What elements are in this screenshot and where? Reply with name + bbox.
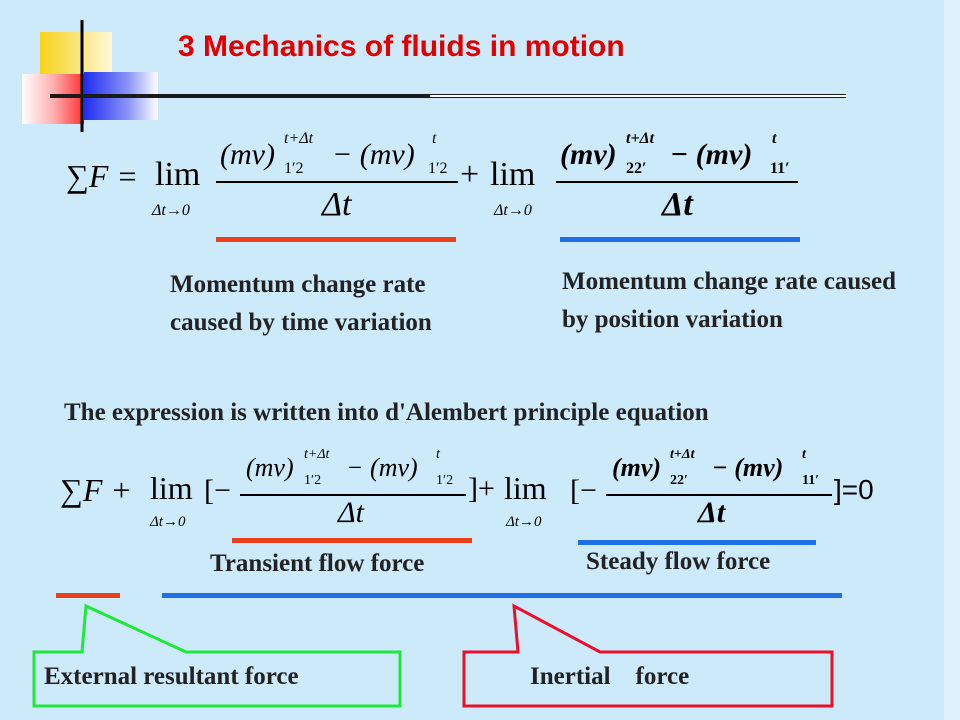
eq2-lim-sub-2: Δt→0 <box>506 514 542 530</box>
eq1-denominator-1: Δt <box>322 186 352 223</box>
eq1-denominator-2: Δt <box>662 186 693 223</box>
eq2-term2-a: (mv) <box>612 453 662 482</box>
eq2-bracket-open-2: [− <box>570 474 597 507</box>
eq2-bracket-close-plus: ]+ <box>468 472 495 505</box>
eq1-lim-2: lim <box>490 156 536 193</box>
external-force-bar <box>56 593 120 598</box>
transient-underline-bar <box>232 538 472 543</box>
position-underline-bar <box>560 237 800 242</box>
eq1-term1-minus: − (mv) <box>332 138 415 171</box>
eq1-term2-sub-a: 22′ <box>626 160 647 177</box>
eq2-term2-sup-b: t <box>802 447 806 462</box>
eq2-term1-sub-a: 1′2 <box>304 473 322 488</box>
eq2-term1-sub-b: 1′2 <box>436 473 454 488</box>
eq2-term1-sup-a: t+Δt <box>304 447 330 462</box>
eq1-term2-sub-b: 11′ <box>770 160 790 177</box>
eq2-term1-sup-b: t <box>436 447 440 462</box>
eq1-plus: + <box>460 156 480 193</box>
red-square <box>22 74 84 124</box>
time-underline-bar <box>216 237 456 242</box>
dalembert-statement: The expression is written into d'Alember… <box>64 399 709 426</box>
inertial-callout-outline <box>462 603 834 708</box>
eq2-bracket-open-1: [− <box>204 474 231 507</box>
eq2-equals-zero: ]=0 <box>834 474 874 505</box>
eq2-lim-1: lim <box>150 470 193 506</box>
label-steady-flow-force: Steady flow force <box>586 548 771 575</box>
eq2-fraction-bar-1 <box>240 494 466 496</box>
eq2-denominator-1: Δt <box>338 496 364 529</box>
eq2-term2-sub-a: 22′ <box>670 473 688 488</box>
label-time-variation: Momentum change rate caused by time vari… <box>170 271 432 336</box>
eq2-term2-sub-b: 11′ <box>802 473 820 488</box>
eq1-term2-a: (mv) <box>560 138 617 171</box>
eq2-lim-2: lim <box>504 470 547 506</box>
eq2-term2-minus: − (mv) <box>712 453 784 482</box>
eq2-term1-minus: − (mv) <box>346 453 418 482</box>
title-underline <box>50 94 846 98</box>
eq1-sum-f: ∑F = <box>66 158 138 194</box>
eq1-lim-1: lim <box>155 156 201 193</box>
eq1-term1-sup-a: t+Δt <box>284 130 314 147</box>
eq1-term2-minus: − (mv) <box>670 138 753 171</box>
eq2-sum-f: ∑F + <box>60 472 132 508</box>
eq1-lim-sub-2: Δt→0 <box>494 202 532 219</box>
eq1-fraction-bar-2 <box>556 181 798 183</box>
eq2-denominator-2: Δt <box>698 496 726 529</box>
external-callout-outline <box>32 603 402 708</box>
eq2-term1-a: (mv) <box>246 453 294 482</box>
eq2-term2-sup-a: t+Δt <box>670 447 695 462</box>
callout-inertial-force: Inertial force <box>530 663 690 690</box>
eq1-term1-sub-a: 1′2 <box>284 160 304 177</box>
right-edge-stripe <box>944 0 960 720</box>
label-transient-flow-force: Transient flow force <box>210 550 425 577</box>
eq2-fraction-bar-2 <box>606 494 832 496</box>
eq2-lim-sub-1: Δt→0 <box>150 514 186 530</box>
page-title: 3 Mechanics of fluids in motion <box>178 30 625 63</box>
eq1-term1-sub-b: 1′2 <box>428 160 448 177</box>
eq1-term2-sup-b: t <box>772 130 777 147</box>
inertial-force-bar <box>162 593 842 598</box>
eq1-lim-sub-1: Δt→0 <box>152 202 190 219</box>
eq1-term1-a: (mv) <box>220 138 275 171</box>
callout-external-resultant-force: External resultant force <box>44 663 299 690</box>
label-position-variation: Momentum change rate caused by position … <box>562 268 896 333</box>
eq1-term2-sup-a: t+Δt <box>626 130 655 147</box>
steady-underline-bar <box>578 540 816 545</box>
equation-2: ∑F + lim Δt→0 [− (mv) t+Δt 1′2 − (mv) t … <box>60 447 874 530</box>
eq1-fraction-bar-1 <box>216 181 458 183</box>
eq1-term1-sup-b: t <box>432 130 437 147</box>
equation-1: ∑F = lim Δt→0 (mv) t+Δt 1′2 − (mv) t 1′2… <box>0 0 960 260</box>
